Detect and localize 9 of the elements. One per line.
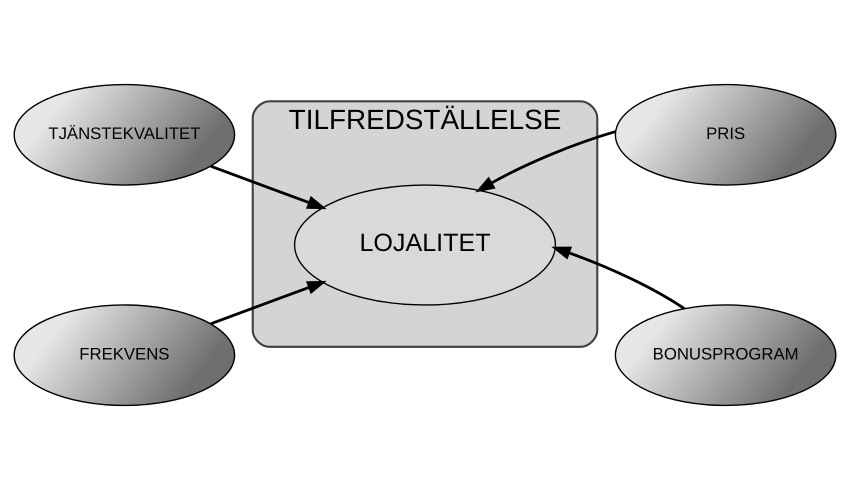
node-ellipse: FREKVENS: [13, 304, 236, 406]
node-ellipse: BONUSPROGRAM: [614, 304, 837, 406]
node-ellipse: TJÄNSTEKVALITET: [13, 84, 236, 186]
arrow: [210, 164, 327, 210]
arrow: [551, 246, 685, 310]
arrow: [210, 280, 327, 326]
node-ellipse: LOJALITET: [294, 184, 556, 306]
node-ellipse: PRIS: [614, 84, 837, 186]
arrow: [475, 130, 616, 192]
